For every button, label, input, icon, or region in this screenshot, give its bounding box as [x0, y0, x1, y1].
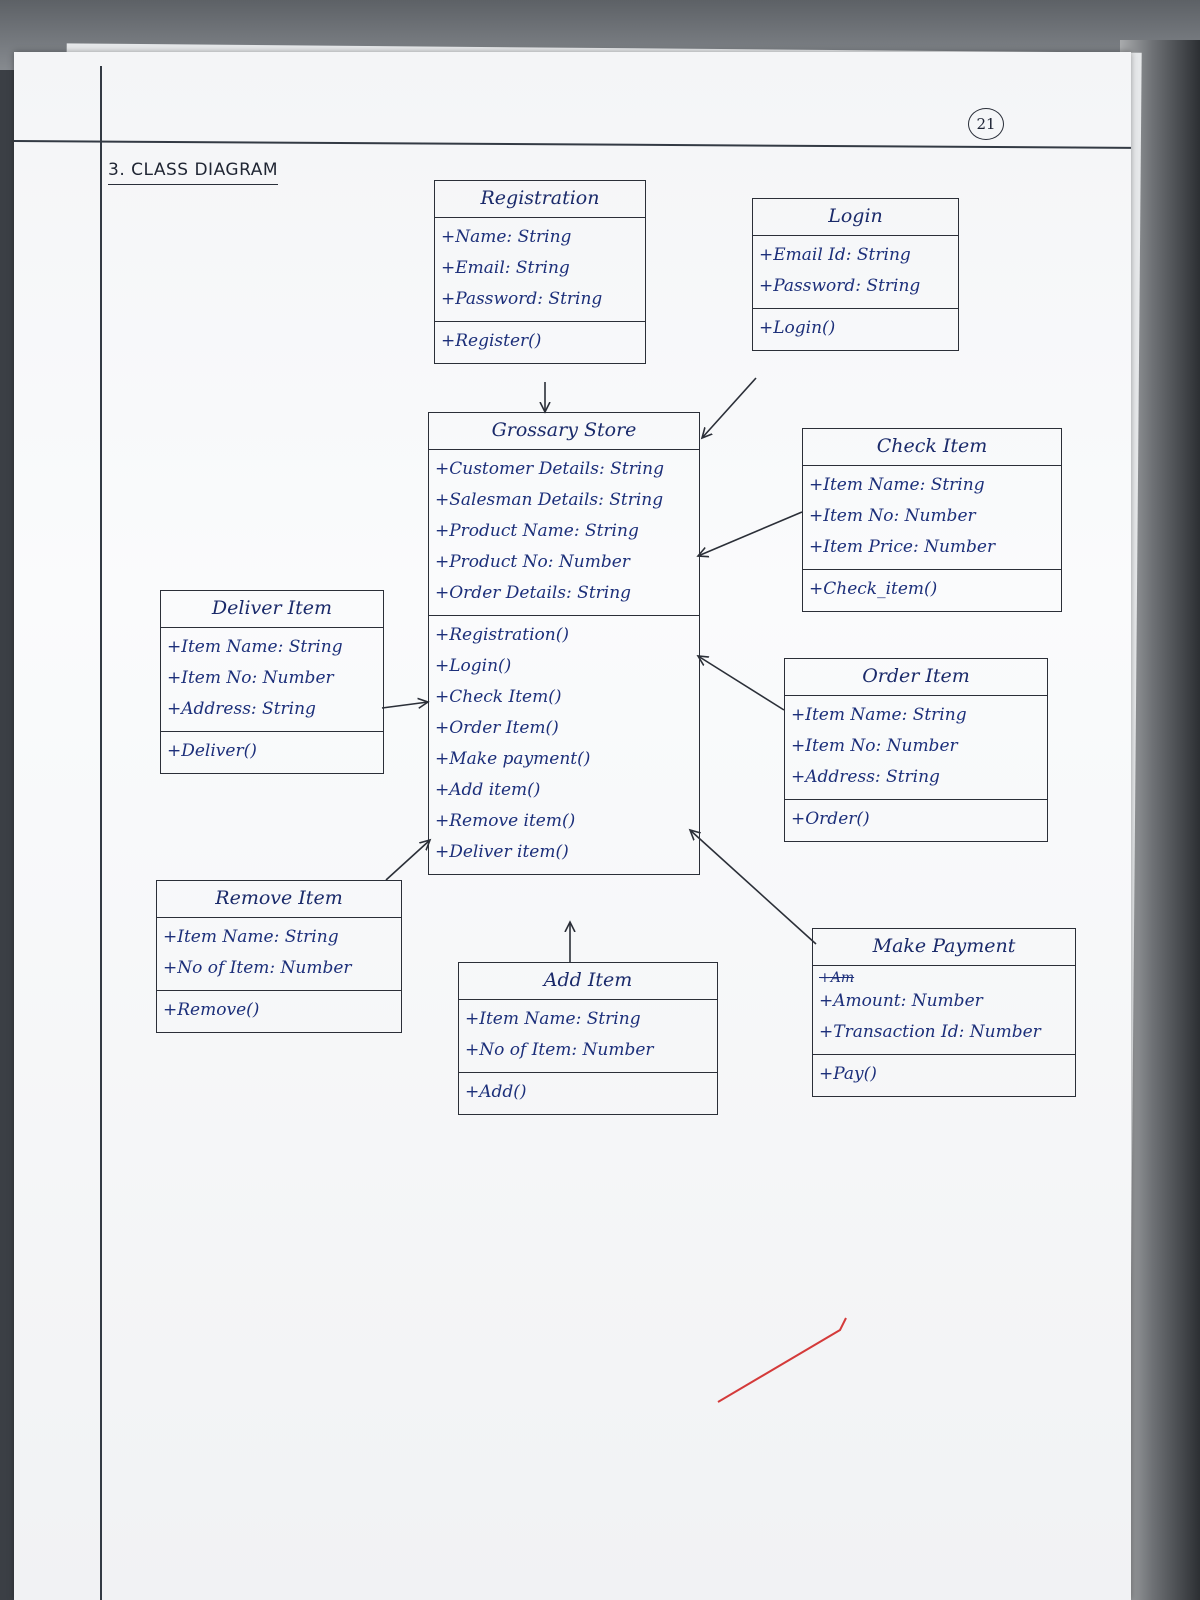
operation: +Remove item() — [435, 811, 576, 831]
class-name: Check Item — [803, 429, 1061, 466]
class-name: Login — [753, 199, 958, 236]
class-order-item: Order Item +Item Name: String +Item No: … — [784, 658, 1048, 842]
operation: +Make payment() — [435, 749, 591, 769]
attribute: +Address: String — [167, 699, 316, 719]
operation: +Deliver() — [167, 741, 257, 761]
class-attributes: +Item Name: String +Item No: Number +Add… — [785, 696, 1047, 800]
attribute: +Item No: Number — [167, 668, 334, 688]
attribute: +Item Name: String — [167, 637, 343, 657]
operation: +Remove() — [163, 1000, 260, 1020]
class-name: Order Item — [785, 659, 1047, 696]
operation: +Order Item() — [435, 718, 559, 738]
class-attributes: +Am +Amount: Number +Transaction Id: Num… — [813, 966, 1075, 1055]
attribute: +Password: String — [759, 276, 921, 296]
class-name: Grossary Store — [429, 413, 699, 450]
class-remove-item: Remove Item +Item Name: String +No of It… — [156, 880, 402, 1033]
attribute: +Item No: Number — [809, 506, 976, 526]
attribute: +Item Name: String — [791, 705, 967, 725]
attribute: +Item Name: String — [163, 927, 339, 947]
attribute: +Item Name: String — [465, 1009, 641, 1029]
operation: +Login() — [759, 318, 836, 338]
attribute: +Item No: Number — [791, 736, 958, 756]
attribute: +No of Item: Number — [465, 1040, 654, 1060]
class-operations: +Add() — [459, 1073, 717, 1114]
operation: +Add() — [465, 1082, 527, 1102]
class-name: Add Item — [459, 963, 717, 1000]
operation: +Pay() — [819, 1064, 877, 1084]
class-make-payment: Make Payment +Am +Amount: Number +Transa… — [812, 928, 1076, 1097]
attribute: +Product No: Number — [435, 552, 630, 572]
class-operations: +Login() — [753, 309, 958, 350]
class-attributes: +Item Name: String +No of Item: Number — [157, 918, 401, 991]
class-name: Registration — [435, 181, 645, 218]
attribute: +Customer Details: String — [435, 459, 664, 479]
crossed-out-text: +Am — [819, 970, 855, 986]
operation: +Registration() — [435, 625, 569, 645]
operation: +Add item() — [435, 780, 541, 800]
class-attributes: +Item Name: String +Item No: Number +Ite… — [803, 466, 1061, 570]
class-attributes: +Customer Details: String +Salesman Deta… — [429, 450, 699, 616]
attribute: +Address: String — [791, 767, 940, 787]
attribute: +Product Name: String — [435, 521, 639, 541]
operation: +Check Item() — [435, 687, 562, 707]
attribute: +Item Name: String — [809, 475, 985, 495]
operation: +Deliver item() — [435, 842, 569, 862]
class-attributes: +Item Name: String +Item No: Number +Add… — [161, 628, 383, 732]
page-number: 21 — [968, 108, 1004, 140]
attribute: +Transaction Id: Number — [819, 1022, 1041, 1042]
class-attributes: +Item Name: String +No of Item: Number — [459, 1000, 717, 1073]
operation: +Register() — [441, 331, 542, 351]
class-operations: +Registration() +Login() +Check Item() +… — [429, 616, 699, 874]
attribute: +Password: String — [441, 289, 603, 309]
class-operations: +Check_item() — [803, 570, 1061, 611]
class-operations: +Order() — [785, 800, 1047, 841]
page-heading: 3. CLASS DIAGRAM — [108, 160, 278, 185]
class-operations: +Remove() — [157, 991, 401, 1032]
attribute: +Order Details: String — [435, 583, 632, 603]
attribute: +Name: String — [441, 227, 572, 247]
class-check-item: Check Item +Item Name: String +Item No: … — [802, 428, 1062, 612]
attribute: +Amount: Number — [819, 991, 983, 1011]
attribute: +Salesman Details: String — [435, 490, 664, 510]
class-name: Make Payment — [813, 929, 1075, 966]
margin-line — [100, 66, 102, 1600]
class-attributes: +Email Id: String +Password: String — [753, 236, 958, 309]
class-registration: Registration +Name: String +Email: Strin… — [434, 180, 646, 364]
attribute: +Email Id: String — [759, 245, 911, 265]
operation: +Login() — [435, 656, 512, 676]
attribute: +Email: String — [441, 258, 570, 278]
class-operations: +Register() — [435, 322, 645, 363]
class-attributes: +Name: String +Email: String +Password: … — [435, 218, 645, 322]
class-login: Login +Email Id: String +Password: Strin… — [752, 198, 959, 351]
attribute: +Item Price: Number — [809, 537, 996, 557]
class-name: Deliver Item — [161, 591, 383, 628]
class-operations: +Deliver() — [161, 732, 383, 773]
class-grossary-store: Grossary Store +Customer Details: String… — [428, 412, 700, 875]
class-name: Remove Item — [157, 881, 401, 918]
operation: +Check_item() — [809, 579, 938, 599]
notebook-page — [14, 52, 1131, 1600]
class-add-item: Add Item +Item Name: String +No of Item:… — [458, 962, 718, 1115]
class-operations: +Pay() — [813, 1055, 1075, 1096]
attribute: +No of Item: Number — [163, 958, 352, 978]
operation: +Order() — [791, 809, 870, 829]
class-deliver-item: Deliver Item +Item Name: String +Item No… — [160, 590, 384, 774]
